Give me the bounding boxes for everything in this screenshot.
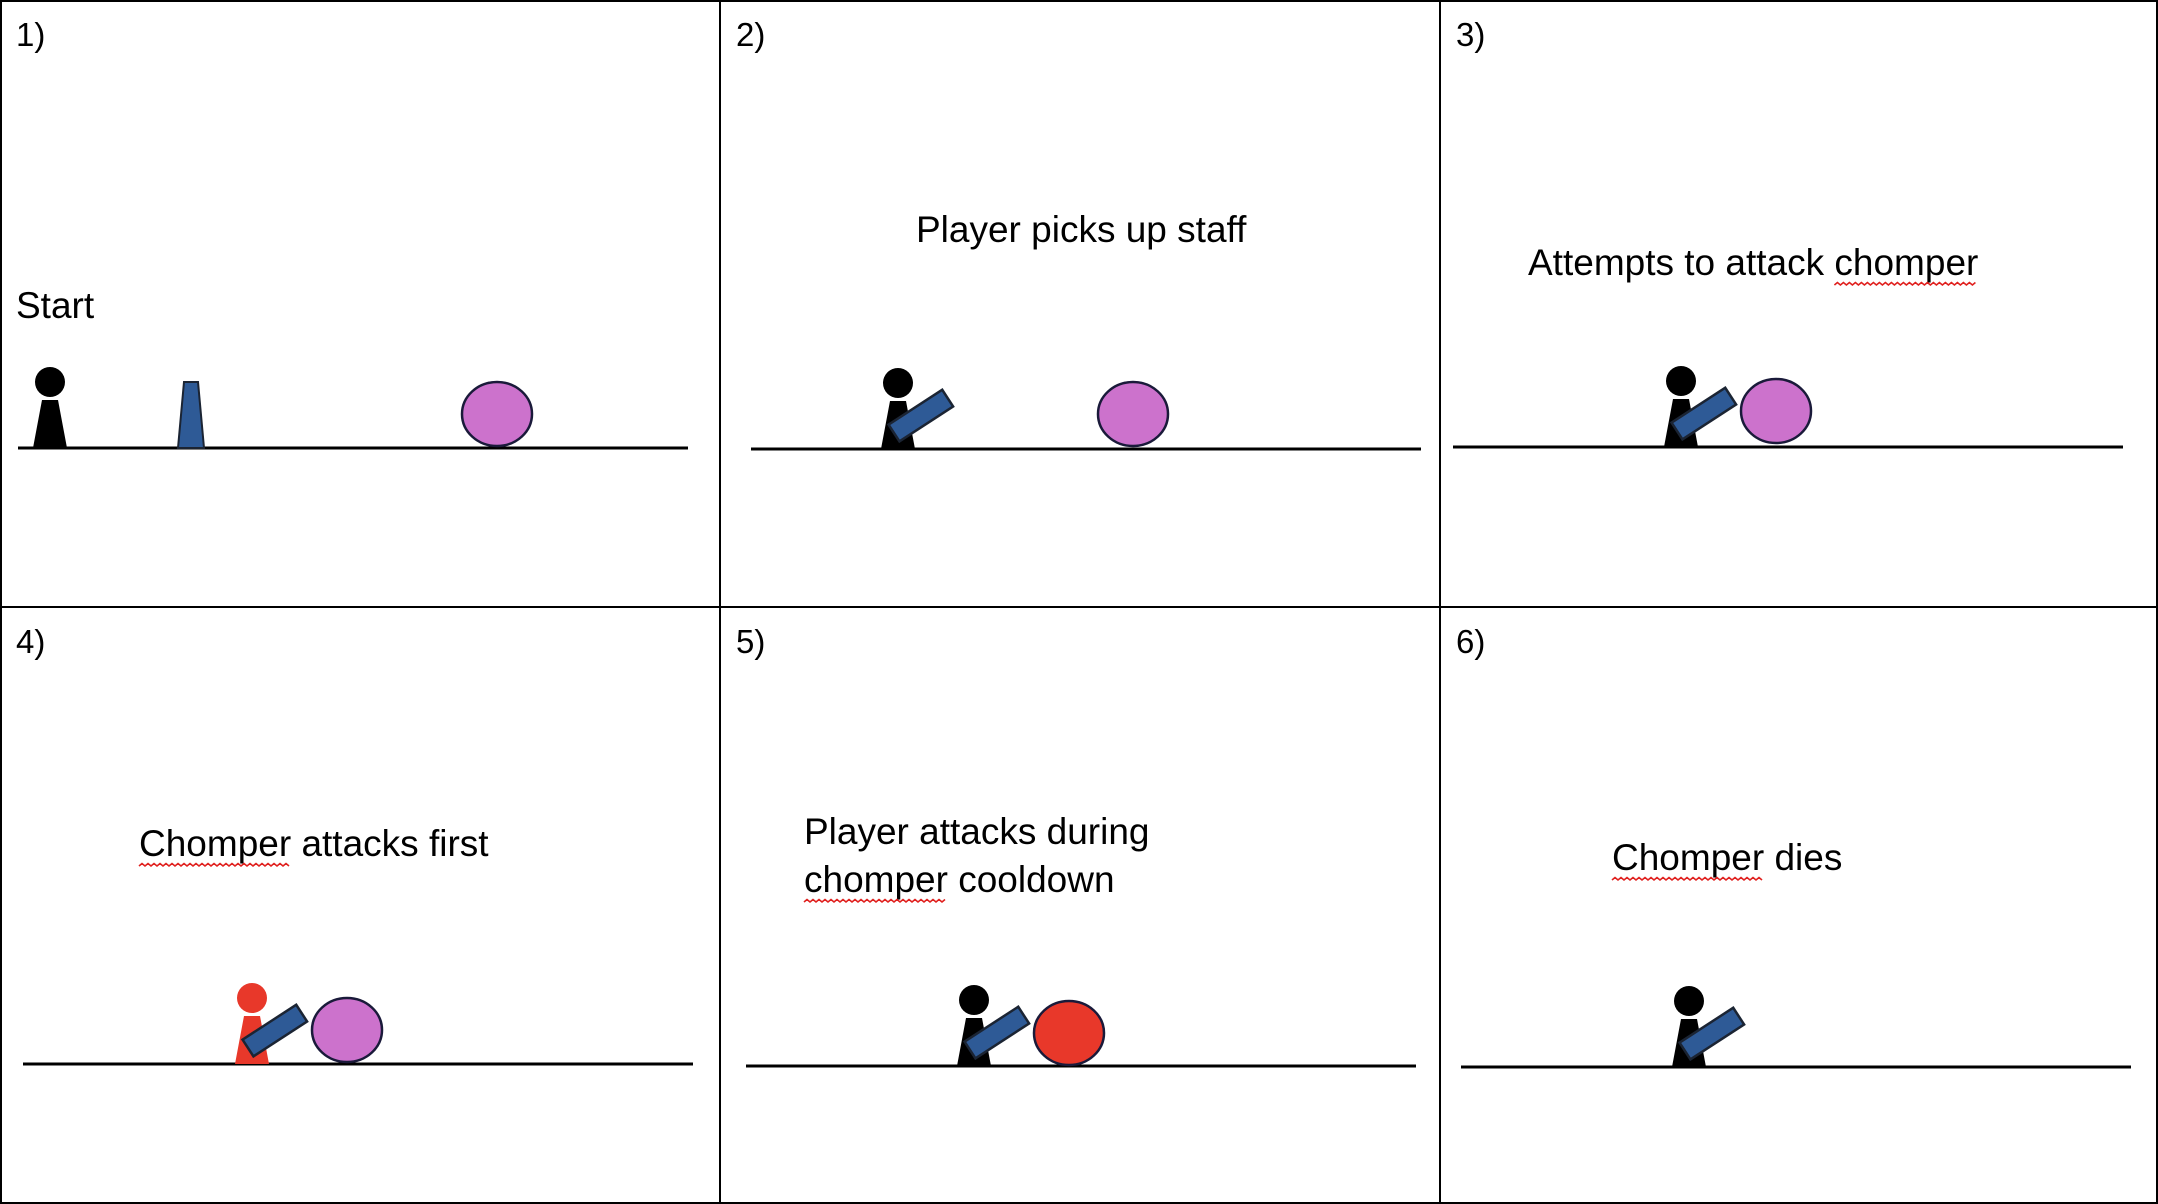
staff-held bbox=[962, 1005, 1031, 1061]
player-head bbox=[1666, 366, 1696, 396]
panel-5: 5) Player attacks during chomper cooldown bbox=[736, 623, 1416, 1068]
panel-number: 4) bbox=[16, 623, 45, 660]
panel-number: 1) bbox=[16, 16, 45, 53]
panel-caption: Start bbox=[16, 285, 95, 326]
panel-number: 5) bbox=[736, 623, 765, 660]
panel-1: 1) Start bbox=[16, 16, 688, 450]
panel-4: 4) Chomper attacks first bbox=[16, 623, 693, 1066]
panel-3: 3) Attempts to attack chomper bbox=[1453, 16, 2123, 449]
spellcheck-underline bbox=[1833, 281, 1976, 287]
panel-number: 2) bbox=[736, 16, 765, 53]
staff-held bbox=[886, 388, 955, 444]
panel-caption: Attempts to attack chomper bbox=[1528, 242, 1978, 283]
spellcheck-underline bbox=[803, 898, 946, 904]
panel-number: 3) bbox=[1456, 16, 1485, 53]
player-head bbox=[883, 368, 913, 398]
player bbox=[33, 367, 67, 448]
chomper bbox=[310, 996, 384, 1064]
staff-held bbox=[1669, 386, 1738, 442]
player-body bbox=[33, 400, 67, 448]
player-head bbox=[959, 985, 989, 1015]
staff-held bbox=[1677, 1006, 1746, 1062]
panel-caption: Player picks up staff bbox=[916, 209, 1247, 250]
chomper bbox=[1096, 380, 1170, 448]
player-head bbox=[1674, 986, 1704, 1016]
chomper-damaged bbox=[1032, 999, 1106, 1067]
panel-caption: Player attacks during bbox=[804, 811, 1150, 852]
panel-caption: Chomper attacks first bbox=[139, 823, 489, 864]
panel-2: 2) Player picks up staff bbox=[736, 16, 1421, 451]
panel-6: 6) Chomper dies bbox=[1456, 623, 2131, 1069]
spellcheck-underline bbox=[138, 862, 290, 868]
panel-caption: chomper cooldown bbox=[804, 859, 1115, 900]
player-head bbox=[237, 983, 267, 1013]
panel-number: 6) bbox=[1456, 623, 1485, 660]
chomper bbox=[460, 380, 534, 448]
spellcheck-underline bbox=[1611, 876, 1763, 882]
staff bbox=[176, 381, 206, 449]
player-head bbox=[35, 367, 65, 397]
chomper bbox=[1739, 377, 1813, 445]
panel-caption: Chomper dies bbox=[1612, 837, 1842, 878]
staff-held bbox=[240, 1003, 309, 1059]
